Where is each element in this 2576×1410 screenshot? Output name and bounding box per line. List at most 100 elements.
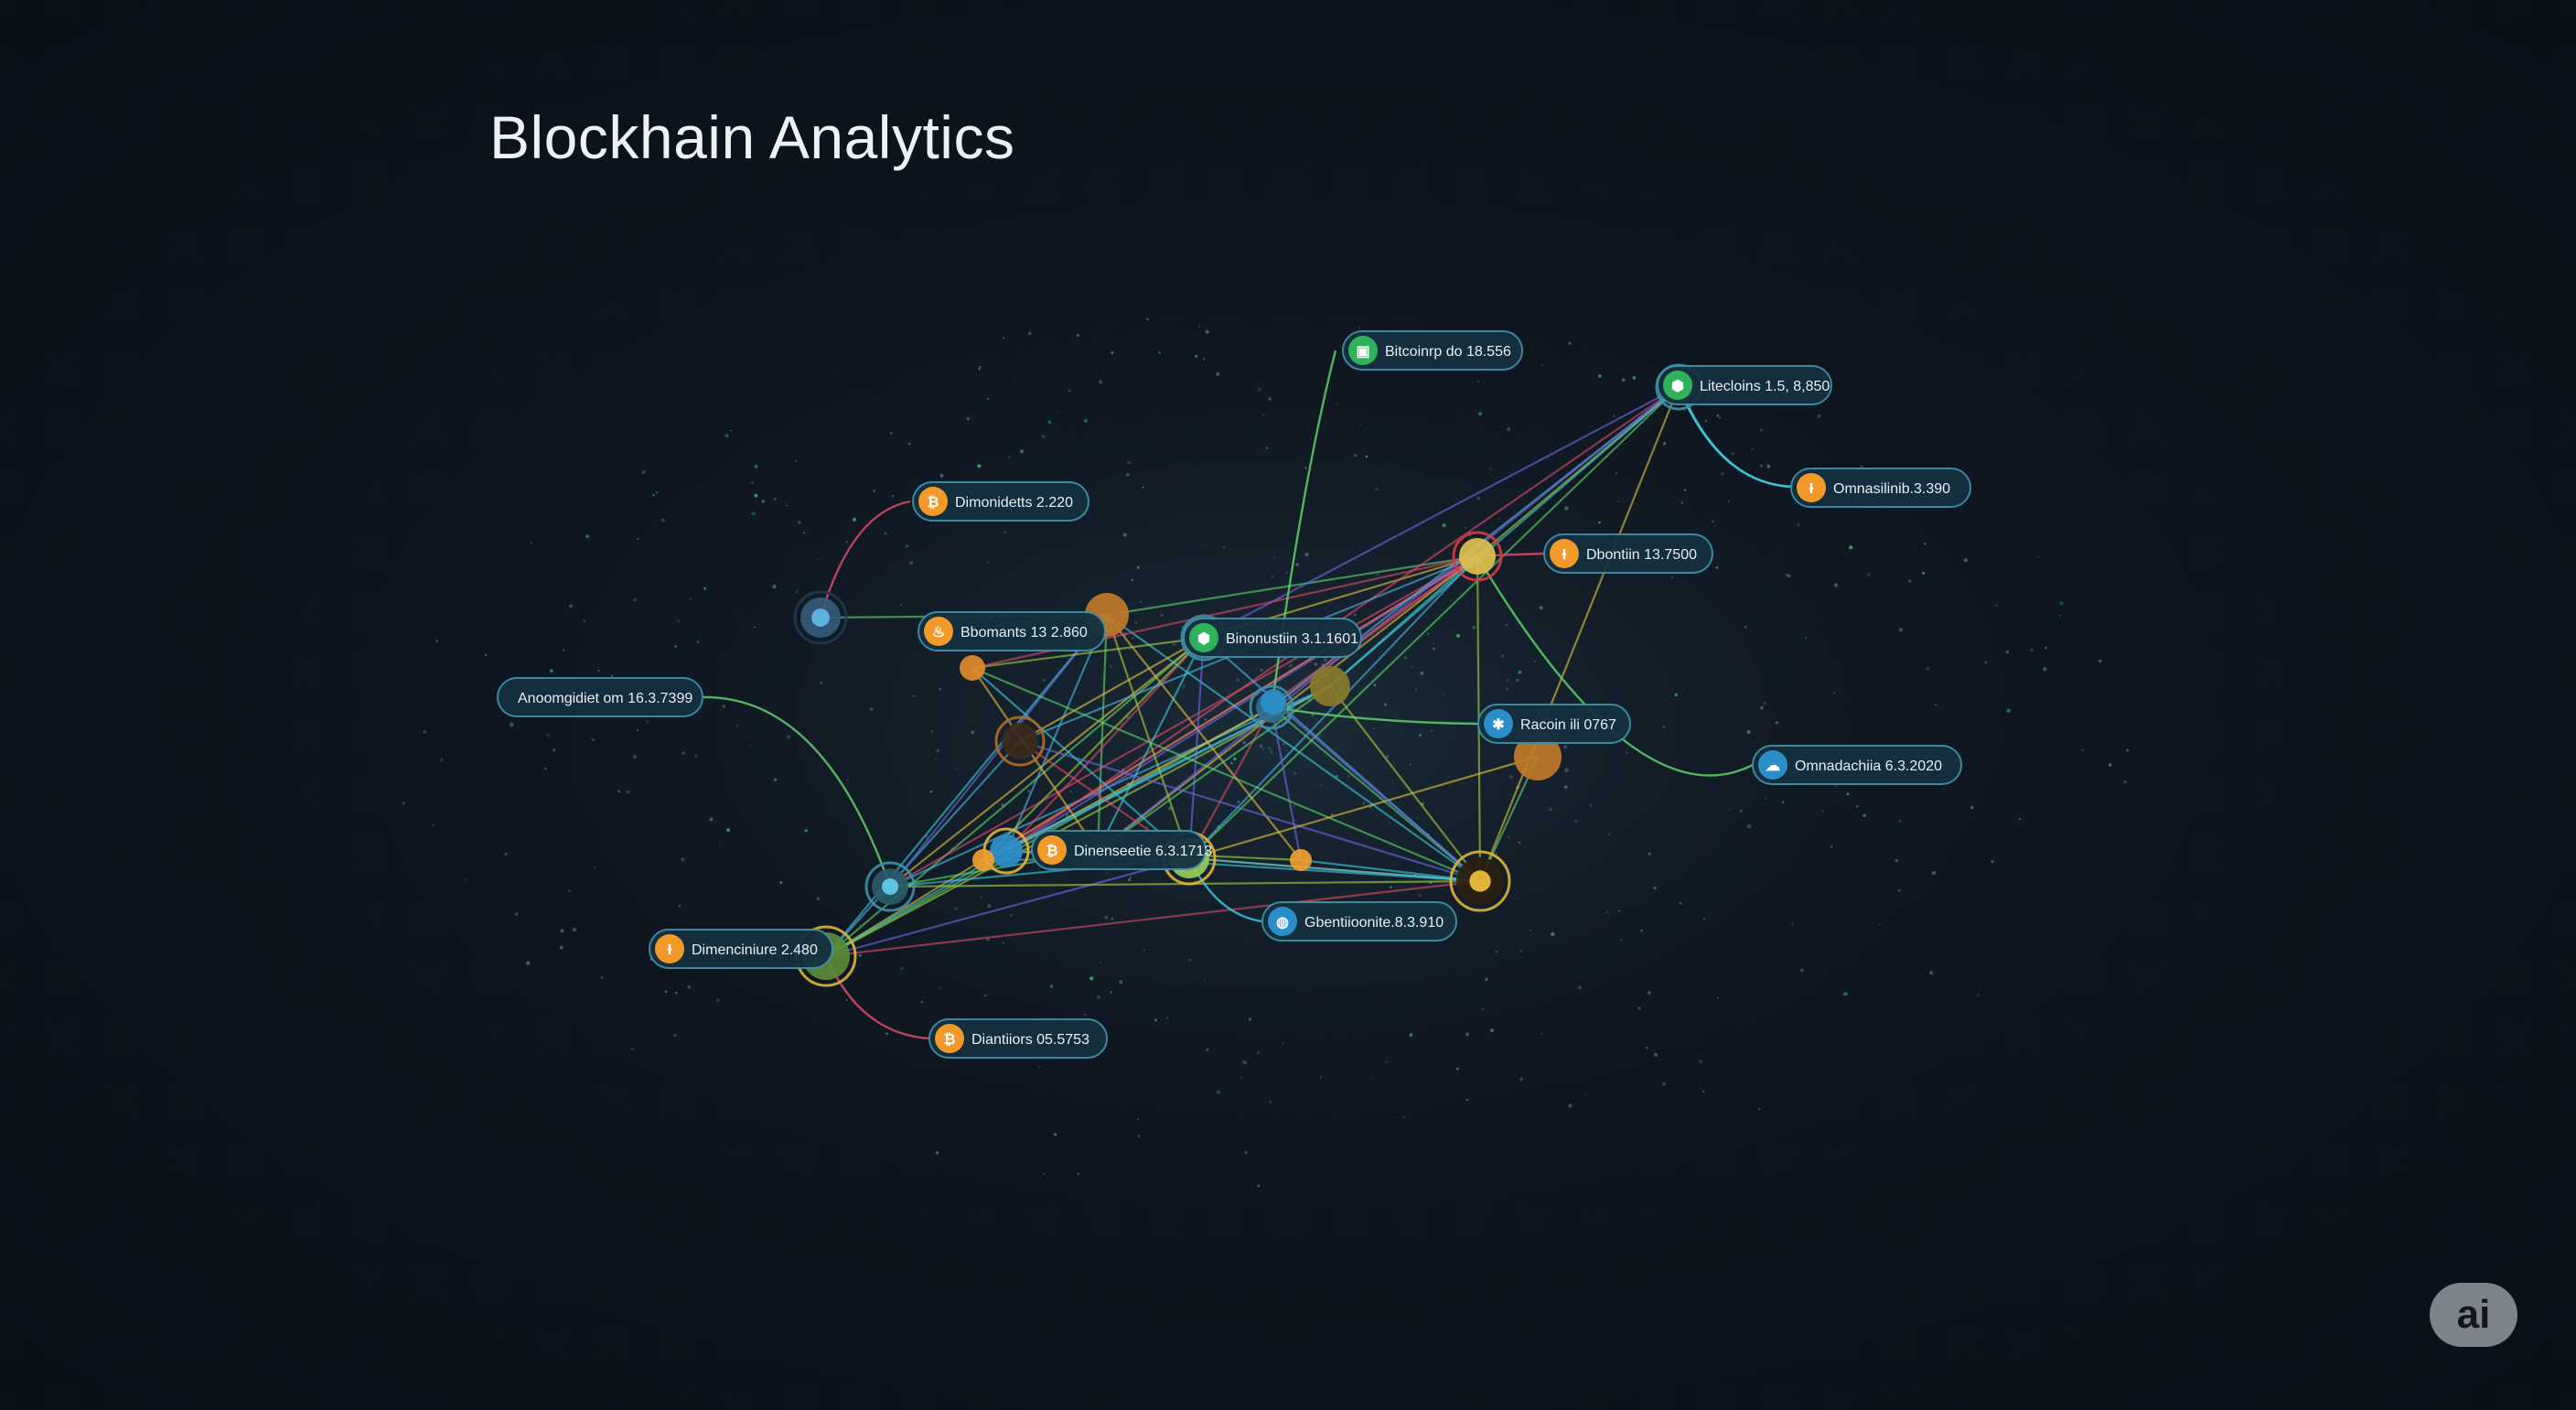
network-node[interactable] bbox=[1449, 850, 1511, 912]
particle bbox=[1568, 1103, 1572, 1108]
wallet-label-l13[interactable]: ◍Gbentiioonite.8.3.910 bbox=[1261, 901, 1457, 942]
token-icon: Ɨ bbox=[1797, 473, 1826, 502]
particle bbox=[1450, 599, 1453, 602]
wallet-label-l7[interactable]: ⬢Binonustiin 3.1.1601 bbox=[1183, 618, 1362, 658]
wallet-label-l2[interactable]: ⬢Litecloins 1.5, 8,850 bbox=[1657, 365, 1832, 405]
network-node[interactable] bbox=[1514, 733, 1562, 780]
particle bbox=[1519, 950, 1522, 953]
particle bbox=[1680, 501, 1684, 504]
wallet-label-l6[interactable]: ♨ Bbomants 13 2.860 bbox=[918, 611, 1106, 651]
particle bbox=[1335, 774, 1339, 779]
wallet-label-l3[interactable]: ₿Dimonidetts 2.220 bbox=[912, 481, 1089, 522]
particle bbox=[935, 1151, 939, 1155]
particle bbox=[1662, 442, 1667, 446]
particle bbox=[1203, 978, 1206, 981]
wallet-label-l10[interactable]: ☁Omnadachiia 6.3.2020 bbox=[1752, 745, 1962, 785]
particle bbox=[1497, 517, 1500, 520]
particle bbox=[1260, 669, 1263, 672]
network-node[interactable] bbox=[994, 716, 1046, 767]
particle bbox=[987, 562, 989, 565]
particle bbox=[1235, 678, 1240, 683]
particle bbox=[1846, 792, 1850, 796]
particle bbox=[1068, 389, 1070, 392]
particle bbox=[979, 365, 982, 369]
particle bbox=[1922, 571, 1926, 575]
particle bbox=[1699, 1060, 1703, 1064]
particle bbox=[1362, 802, 1366, 805]
wallet-label-l11[interactable]: ₿ Dinenseetie 6.3.1713 bbox=[1031, 830, 1212, 870]
particle bbox=[678, 904, 682, 908]
particle bbox=[1715, 565, 1719, 569]
particle bbox=[1353, 453, 1358, 457]
svg-text:♨: ♨ bbox=[932, 625, 945, 640]
particle bbox=[1797, 523, 1800, 527]
network-node[interactable] bbox=[793, 590, 848, 645]
wallet-label-l1[interactable]: ▣Bitcoinrp do 18.556 bbox=[1342, 330, 1523, 371]
particle bbox=[956, 768, 959, 770]
particle bbox=[1077, 1172, 1080, 1176]
particle bbox=[1495, 853, 1498, 856]
particle bbox=[1145, 318, 1149, 321]
particle bbox=[1089, 976, 1094, 981]
particle bbox=[1506, 687, 1509, 691]
bitcoin-icon: ₿ bbox=[1037, 835, 1067, 865]
particle bbox=[1417, 817, 1419, 820]
particle bbox=[1257, 1051, 1260, 1054]
particle bbox=[1800, 968, 1804, 973]
particle bbox=[1618, 910, 1621, 912]
particle bbox=[1056, 411, 1057, 414]
particle bbox=[761, 500, 765, 503]
particle bbox=[1455, 633, 1461, 638]
particle bbox=[1136, 565, 1141, 569]
transaction-edge bbox=[971, 666, 1481, 883]
svg-text:⬢: ⬢ bbox=[1671, 379, 1684, 394]
particle bbox=[1717, 996, 1719, 999]
label-pill bbox=[1477, 704, 1631, 744]
wallet-label-l14[interactable]: ₿Diantiiors 05.5753 bbox=[928, 1018, 1108, 1059]
particle bbox=[786, 504, 788, 507]
particle bbox=[1353, 613, 1357, 617]
particle bbox=[1898, 889, 1901, 892]
network-node[interactable] bbox=[864, 861, 916, 912]
particle bbox=[1076, 333, 1079, 338]
particle bbox=[1721, 471, 1724, 476]
network-node[interactable] bbox=[960, 655, 985, 681]
label-pill bbox=[912, 481, 1089, 522]
particle bbox=[954, 907, 959, 910]
particle bbox=[1188, 958, 1192, 962]
particle bbox=[1716, 414, 1720, 417]
network-node[interactable] bbox=[972, 849, 994, 871]
particle bbox=[1373, 683, 1377, 687]
label-text: Bbomants 13 2.860 bbox=[961, 625, 1088, 640]
particle bbox=[1746, 823, 1752, 829]
particle bbox=[884, 532, 887, 535]
network-node[interactable] bbox=[1452, 531, 1503, 582]
network-node[interactable] bbox=[1310, 666, 1350, 706]
particle bbox=[1759, 428, 1763, 432]
particle bbox=[1746, 730, 1751, 735]
particle bbox=[2123, 780, 2127, 784]
label-text: Dinenseetie 6.3.1713 bbox=[1074, 844, 1212, 859]
network-node[interactable] bbox=[1290, 849, 1312, 871]
wallet-label-l9[interactable]: ✱Racoin ili 0767 bbox=[1477, 704, 1631, 744]
particle bbox=[1970, 805, 1974, 810]
particle bbox=[724, 434, 729, 438]
particle bbox=[1617, 500, 1620, 502]
particle bbox=[1137, 1135, 1141, 1137]
particle bbox=[2098, 659, 2102, 663]
particle bbox=[703, 587, 706, 590]
particle bbox=[1110, 664, 1113, 669]
particle bbox=[754, 493, 758, 498]
particle bbox=[465, 878, 467, 881]
particle bbox=[1861, 465, 1863, 468]
particle bbox=[1229, 748, 1231, 751]
particle bbox=[402, 802, 405, 805]
transaction-edge bbox=[825, 879, 1481, 958]
particle bbox=[594, 866, 596, 869]
ai-assistant-button[interactable]: ai bbox=[2430, 1283, 2517, 1347]
network-node[interactable] bbox=[1261, 689, 1286, 715]
wallet-label-l8[interactable]: Anoomgidiet om 16.3.7399 bbox=[497, 677, 703, 717]
